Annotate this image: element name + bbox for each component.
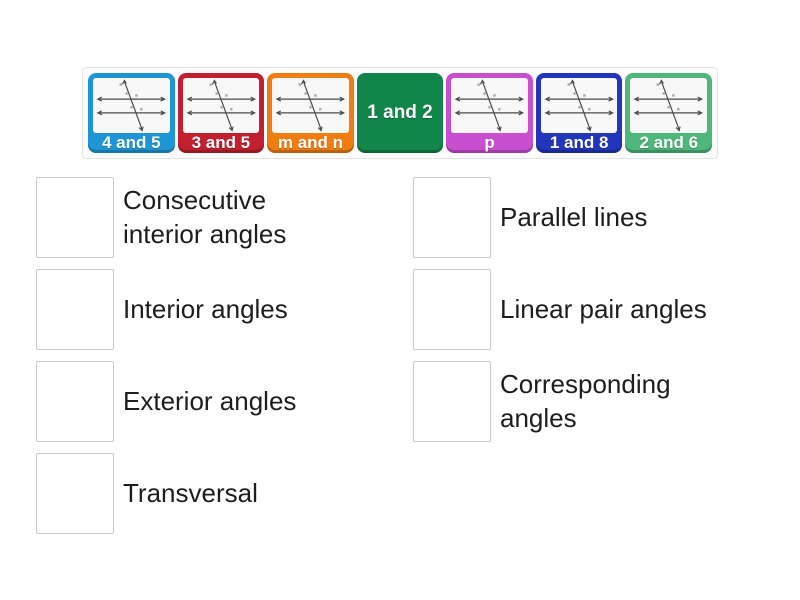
bank-item[interactable]: 1 and 8 [535,73,623,153]
answer-bank: 4 and 5 [82,67,718,159]
bank-item[interactable]: 4 and 5 [88,73,175,153]
bank-item-label: 1 and 2 [367,102,433,123]
match-row: Linear pair angles [413,268,707,351]
parallel-lines-diagram-svg [275,79,346,132]
bank-item[interactable]: p [446,73,533,153]
bank-item-label: p [484,133,495,152]
bank-item[interactable]: 3 and 5 [177,73,265,153]
drop-slot[interactable] [36,453,114,534]
bank-item-label: m and n [277,133,344,152]
parallel-lines-diagram [451,78,528,133]
drop-slot[interactable] [413,269,491,350]
match-column-left: Consecutive interior angles Interior ang… [36,176,296,535]
parallel-lines-diagram-svg [96,79,166,132]
match-column-right: Parallel lines Linear pair angles Corres… [413,176,707,443]
parallel-lines-diagram [182,78,260,133]
match-label: Linear pair angles [500,293,707,324]
bank-item[interactable]: 2 and 6 [625,73,713,153]
match-label: Exterior angles [123,385,297,416]
match-label: Corresponding angles [500,368,671,433]
match-row: Parallel lines [413,176,707,259]
bank-item-label: 1 and 8 [549,133,609,152]
match-label: Transversal [123,477,258,508]
match-row: Corresponding angles [413,360,707,443]
parallel-lines-diagram-svg [186,79,256,132]
drop-slot[interactable] [413,177,491,258]
parallel-lines-diagram-svg [454,79,525,132]
parallel-lines-diagram-svg [634,79,704,132]
bank-item[interactable]: m and n [267,73,354,153]
match-row: Transversal [36,452,296,535]
drop-slot[interactable] [36,269,114,350]
match-label: Parallel lines [500,201,648,232]
parallel-lines-diagram [93,78,170,133]
parallel-lines-diagram [630,78,708,133]
parallel-lines-diagram [272,78,349,133]
match-row: Interior angles [36,268,296,351]
parallel-lines-diagram [540,78,618,133]
drop-slot[interactable] [413,361,491,442]
match-label: Consecutive interior angles [123,184,287,249]
match-label: Interior angles [123,293,288,324]
match-row: Exterior angles [36,360,296,443]
bank-item[interactable]: 1 and 2 [356,73,444,153]
match-row: Consecutive interior angles [36,176,296,259]
bank-item-label: 4 and 5 [101,133,161,152]
parallel-lines-diagram-svg [544,79,614,132]
bank-item-label: 3 and 5 [191,133,251,152]
drop-slot[interactable] [36,177,114,258]
drop-slot[interactable] [36,361,114,442]
bank-item-label: 2 and 6 [639,133,699,152]
